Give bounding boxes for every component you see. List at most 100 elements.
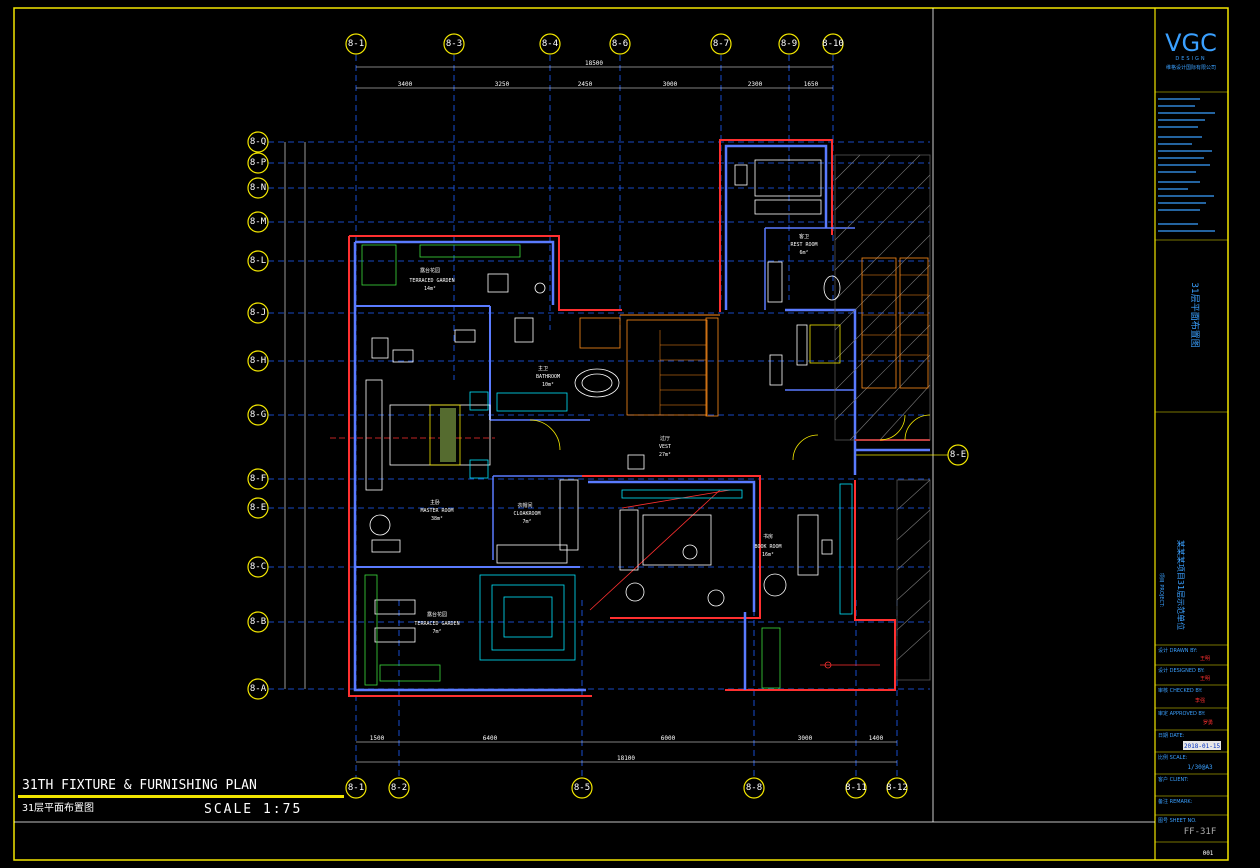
grid-label: 8-L xyxy=(250,256,266,266)
grid-label: 8-N xyxy=(250,183,266,193)
grid-label: 8-1 xyxy=(348,39,364,49)
room-label-en: TERRACED GARDEN xyxy=(414,621,459,627)
dim-text: 6000 xyxy=(661,735,676,742)
title-block: VGC DESIGN 维格设计国际有限公司 31层平面布置图 xyxy=(1155,29,1228,857)
grid-label: 8-M xyxy=(250,217,267,227)
grid-lines-horizontal xyxy=(268,141,930,690)
left-grid-bubbles: 8-Q 8-P 8-N 8-M 8-L 8-J 8-H 8-G 8-F 8-E … xyxy=(247,131,269,700)
grid-label: 8-9 xyxy=(781,39,797,49)
dim-text: 18100 xyxy=(617,755,635,762)
room-label-cn: 露台花园 xyxy=(427,611,447,618)
page-number: 001 xyxy=(1203,850,1214,857)
room-label-en: VEST xyxy=(659,444,671,450)
room-label-en: BOOK ROOM xyxy=(754,544,781,550)
dim-text: 3400 xyxy=(398,81,413,88)
tb-row-value: 王明 xyxy=(1200,656,1210,662)
dim-text: 2300 xyxy=(748,81,763,88)
vertical-sheet-title: 31层平面布置图 xyxy=(1189,282,1201,347)
room-label-cn: 主卧 xyxy=(430,499,440,506)
company-name: 维格设计国际有限公司 xyxy=(1166,64,1216,71)
grid-label: 8-C xyxy=(250,562,266,572)
dim-text: 3250 xyxy=(495,81,510,88)
room-label-area: 38m² xyxy=(431,516,443,522)
top-grid-bubbles: 8-1 8-3 8-4 8-6 8-7 8-9 8-10 xyxy=(345,33,844,55)
drawing-title-en: 31TH FIXTURE & FURNISHING PLAN xyxy=(22,778,257,793)
grid-label: 8-8 xyxy=(746,783,762,793)
room-label-cn: 主卫 xyxy=(538,365,548,372)
dimension-top: 18500 3400 3250 2450 3000 2300 1650 xyxy=(356,60,833,89)
room-label-en: REST ROOM xyxy=(790,242,817,248)
room-label-en: BATHROOM xyxy=(536,374,560,380)
tb-row-label: 备注 REMARK: xyxy=(1158,798,1193,805)
room-label-en: MASTER ROOM xyxy=(420,508,453,514)
room-labels: 露台花园 TERRACED GARDEN 14m² 主卫 BATHROOM 10… xyxy=(409,233,817,635)
grid-label: 8-P xyxy=(250,158,267,168)
tb-row-value: 1/30@A3 xyxy=(1187,764,1213,771)
dimension-bottom: 1500 6400 6000 3000 1400 18100 xyxy=(356,735,897,763)
dim-text: 6400 xyxy=(483,735,498,742)
grid-label: 8-2 xyxy=(391,783,407,793)
room-label-en: TERRACED GARDEN xyxy=(409,278,454,284)
sheet-no-label: 图号 SHEET NO. xyxy=(1158,818,1197,824)
project-label: 项目 PROJECT: xyxy=(1158,573,1164,608)
tb-row-label: 审核 CHECKED BY: xyxy=(1158,687,1203,694)
room-label-area: 16m² xyxy=(762,552,774,558)
room-label-area: 14m² xyxy=(424,286,436,292)
outer-frame xyxy=(13,7,1229,861)
drawing-title-cn: 31层平面布置图 xyxy=(22,802,94,814)
grid-label: 8-G xyxy=(250,410,266,420)
grid-label: 8-J xyxy=(250,308,266,318)
grid-label: 8-7 xyxy=(713,39,729,49)
drawing-title: 31TH FIXTURE & FURNISHING PLAN 31层平面布置图 … xyxy=(18,778,344,817)
room-label-cn: 衣帽间 xyxy=(517,502,532,509)
room-label-area: 6m² xyxy=(799,250,808,256)
drawing-scale: SCALE 1:75 xyxy=(204,802,302,817)
tb-date-value: 2018-01-15 xyxy=(1184,743,1221,750)
grid-label: 8-Q xyxy=(250,137,266,147)
room-label-area: 27m² xyxy=(659,452,671,458)
tb-row-value: 王明 xyxy=(1200,676,1210,682)
grid-label: 8-3 xyxy=(446,39,462,49)
bottom-grid-bubbles: 8-1 8-2 8-5 8-8 8-11 8-12 xyxy=(345,777,908,799)
grid-label: 8-1 xyxy=(348,783,364,793)
grid-label: 8-E xyxy=(950,450,966,460)
floor-plan xyxy=(330,139,930,697)
tb-row-value: 李强 xyxy=(1195,697,1205,704)
project-name: 某某某项目31层示范单位 xyxy=(1176,540,1186,630)
dim-text: 1650 xyxy=(804,81,819,88)
grid-label: 8-A xyxy=(250,684,267,694)
room-label-en: CLOAKROOM xyxy=(513,511,540,517)
sheet-number: FF-31F xyxy=(1184,827,1217,837)
dim-text: 1400 xyxy=(869,735,884,742)
tb-row-label: 日期 DATE: xyxy=(1158,733,1185,739)
tb-row-label: 设计 DESIGNED BY: xyxy=(1158,667,1205,674)
tb-row-value: 罗勇 xyxy=(1203,719,1213,726)
right-section-marker: 8-E xyxy=(855,444,969,466)
grid-label: 8-H xyxy=(250,356,266,366)
room-label-cn: 露台花园 xyxy=(420,267,440,274)
grid-label: 8-E xyxy=(250,503,266,513)
grid-label: 8-B xyxy=(250,617,266,627)
room-label-area: 10m² xyxy=(542,382,554,388)
dim-text: 2450 xyxy=(578,81,593,88)
grid-label: 8-10 xyxy=(822,39,844,49)
room-label-cn: 书房 xyxy=(763,533,773,540)
logo-subtitle: DESIGN xyxy=(1175,56,1206,62)
tb-row-label: 客户 CLIENT: xyxy=(1158,776,1189,783)
tb-row-label: 比例 SCALE: xyxy=(1158,754,1188,761)
room-label-area: 7m² xyxy=(522,519,531,525)
stair-hatch-zone xyxy=(626,154,931,681)
grid-lines-vertical xyxy=(355,55,898,780)
room-label-cn: 过厅 xyxy=(660,435,670,442)
grid-label: 8-5 xyxy=(574,783,590,793)
vgc-logo: VGC xyxy=(1165,29,1217,57)
grid-label: 8-12 xyxy=(886,783,908,793)
room-label-area: 7m² xyxy=(432,629,441,635)
grid-label: 8-11 xyxy=(845,783,867,793)
furniture xyxy=(361,159,931,689)
tb-row-label: 设计 DRAWN BY: xyxy=(1158,647,1198,654)
room-label-cn: 客卫 xyxy=(799,233,809,240)
dimension-left xyxy=(284,142,306,689)
grid-label: 8-6 xyxy=(612,39,628,49)
